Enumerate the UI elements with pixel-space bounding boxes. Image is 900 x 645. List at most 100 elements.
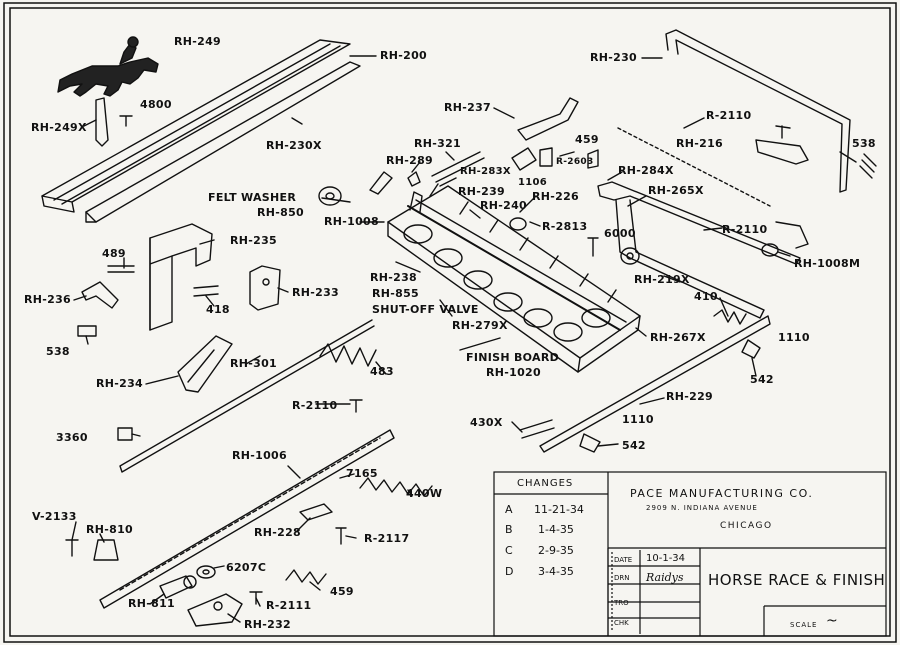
label-538-left: 538 [46,345,70,358]
label-489: 489 [102,247,126,260]
scale-label: SCALE [790,621,818,629]
label-rh-301: RH-301 [230,357,278,370]
finish-board-part [387,183,641,373]
label-rh-233: RH-233 [292,286,340,299]
label-rh-249: RH-249 [174,35,222,48]
label-rh-265x: RH-265X [648,184,704,197]
label-6000: 6000 [604,227,636,240]
label-459-low: 459 [330,585,354,598]
label-440w: 440W [406,487,443,500]
label-1106: 1106 [518,177,548,188]
traced-label: TRO [614,599,629,607]
label-3360: 3360 [56,431,88,444]
label-rh-283x: RH-283X [460,166,511,177]
label-r-2603: R-2603 [556,157,594,167]
change-date-b: 1-4-35 [538,523,574,536]
change-letter-b: B [505,523,513,536]
bar-229-part [539,315,771,453]
label-483: 483 [370,365,394,378]
label-shutoff-valve: SHUT-OFF VALVE [372,303,479,316]
label-rh-1006: RH-1006 [232,449,287,462]
label-r-2813: R-2813 [542,220,588,233]
label-r-2110-mid: R-2110 [722,223,768,236]
label-6207c: 6207C [226,561,267,574]
label-rh-232: RH-232 [244,618,292,631]
label-finish-board: FINISH BOARD [466,351,560,364]
rod-284x-part [617,127,771,207]
checked-label: CHK [614,619,629,627]
scale-value: ~ [826,613,838,629]
label-418: 418 [206,303,230,316]
label-rh-811: RH-811 [128,597,176,610]
horse-jockey-part [57,36,159,97]
label-rh-249x: RH-249X [31,121,87,134]
label-410: 410 [694,290,718,303]
felt-washer-part [318,186,342,206]
title-block-frame [493,471,887,637]
changes-header: CHANGES [517,478,574,489]
label-rh-234: RH-234 [96,377,144,390]
label-rh-1008m: RH-1008M [794,257,861,270]
rails-part [41,39,361,223]
label-1110-right: 1110 [778,331,810,344]
label-r-2110-low: R-2110 [292,399,338,412]
bracket-216-part [755,139,809,165]
bracket-237-part [517,97,579,141]
label-4800: 4800 [140,98,172,111]
label-rh-239: RH-239 [458,185,506,198]
label-rh-1008: RH-1008 [324,215,379,228]
drawing-title: HORSE RACE & FINISH [708,571,886,589]
rack-1006-part [99,429,395,609]
rod-301-part [119,319,375,473]
label-rh-236: RH-236 [24,293,72,306]
label-rh-228: RH-228 [254,526,302,539]
label-r-2117: R-2117 [364,532,410,545]
change-date-d: 3-4-35 [538,565,574,578]
label-rh-219x: RH-219X [634,273,690,286]
change-letter-d: D [505,565,514,578]
label-459-top: 459 [575,133,599,146]
label-rh-230x: RH-230X [266,139,322,152]
drawn-signature: Raidys [646,571,684,584]
label-rh-855: RH-855 [372,287,420,300]
outer-border [3,2,897,643]
label-rh-279x: RH-279X [452,319,508,332]
label-rh-1020: RH-1020 [486,366,541,379]
label-rh-226: RH-226 [532,190,580,203]
label-v-2133: V-2133 [32,510,77,523]
label-felt-washer: FELT WASHER [208,191,297,204]
label-rh-240: RH-240 [480,199,528,212]
label-rh-267x: RH-267X [650,331,706,344]
date-value: 10-1-34 [646,553,686,564]
change-letter-a: A [505,503,513,516]
label-rh-237: RH-237 [444,101,492,114]
label-r-2111: R-2111 [266,599,312,612]
label-7165: 7165 [346,467,378,480]
inner-border [9,7,891,637]
label-r-2110-top: R-2110 [706,109,752,122]
label-rh-289: RH-289 [386,154,434,167]
date-label: DATE [614,556,633,564]
change-letter-c: C [505,544,513,557]
change-date-a: 11-21-34 [534,503,584,516]
label-538-right: 538 [852,137,876,150]
change-date-c: 2-9-35 [538,544,574,557]
label-542-right: 542 [750,373,774,386]
label-542-low: 542 [622,439,646,452]
frame-265x-part [597,181,809,319]
label-rh-810: RH-810 [86,523,134,536]
label-rh-229: RH-229 [666,390,714,403]
label-rh-235: RH-235 [230,234,278,247]
rod-230-part [665,29,851,193]
label-rh-850: RH-850 [257,206,305,219]
company-city: CHICAGO [720,521,773,531]
label-rh-321: RH-321 [414,137,462,150]
drawn-label: DRN [614,574,630,582]
label-430x: 430X [470,416,503,429]
label-rh-216: RH-216 [676,137,724,150]
company-name: PACE MANUFACTURING CO. [630,487,814,500]
bracket-235-part [149,223,213,331]
label-rh-284x: RH-284X [618,164,674,177]
